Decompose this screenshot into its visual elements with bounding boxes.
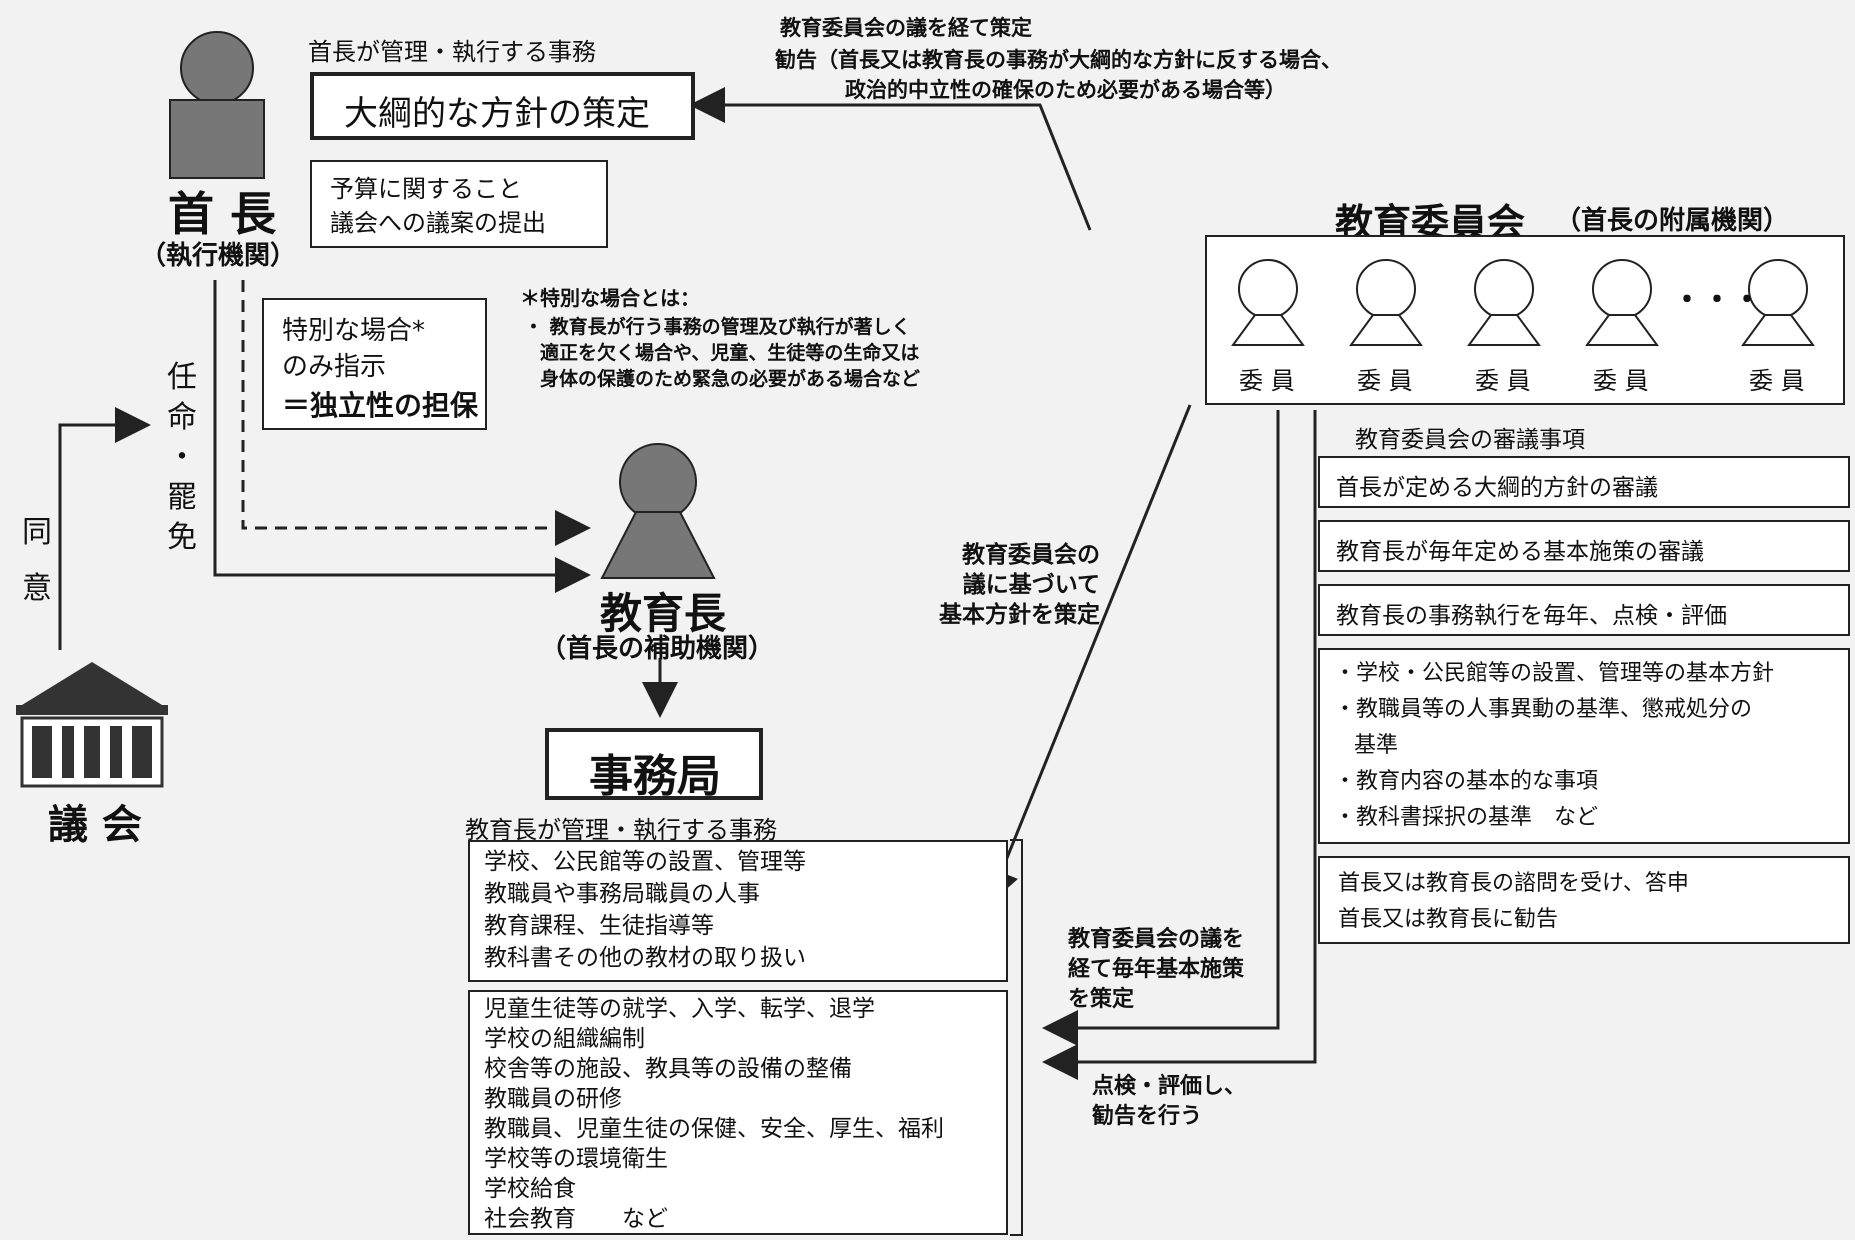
deliberation-item: 教育長が毎年定める基本施策の審議 (1318, 520, 1850, 572)
footnote-line: ・ 教育長が行う事務の管理及び執行が著しく (524, 316, 911, 338)
duty-item: 児童生徒等の就学、入学、転学、退学 (484, 996, 875, 1022)
secretariat-title: 事務局 (589, 751, 721, 802)
policy-box: 大綱的な方針の策定 (310, 72, 695, 140)
recommendation-line: 勧告（首長又は教育長の事務が大綱的な方針に反する場合、 (775, 48, 1342, 72)
advice-box: 首長又は教育長の諮問を受け、答申 首長又は教育長に勧告 (1318, 856, 1850, 944)
basic-policy-label: 教育委員会の 議に基づいて 基本方針を策定 (939, 542, 1100, 628)
policy-item: ・教科書採択の基準 など (1334, 805, 1599, 830)
member-figure-icon (1585, 259, 1659, 346)
mayor-subtitle: （執行機関） (140, 241, 297, 271)
superintendent-title: 教育長 (600, 589, 727, 638)
assembly-title: 議 会 (48, 802, 142, 848)
evaluate-arrow (1042, 410, 1317, 1080)
consent-arrow (58, 407, 151, 650)
policy-item: ・教育内容の基本的な事項 (1334, 769, 1599, 794)
special-line: ＝独立性の担保 (282, 389, 479, 422)
member-label: 委 員 (1475, 367, 1531, 395)
evaluate-label: 点検・評価し、 勧告を行う (1092, 1074, 1247, 1129)
special-line: のみ指示 (282, 352, 387, 382)
duty-item: 教職員の研修 (484, 1086, 622, 1112)
duty-item: 学校給食 (484, 1176, 576, 1202)
policy-item: 基準 (1354, 733, 1399, 758)
deliberation-item: 教育長の事務執行を毎年、点検・評価 (1318, 584, 1850, 636)
superintendent-figure-icon (600, 443, 716, 579)
secretariat-duties-a: 学校、公民館等の設置、管理等 教職員や事務局職員の人事 教育課程、生徒指導等 教… (468, 840, 1008, 982)
member-label: 委 員 (1593, 367, 1649, 395)
mayor-duties-line: 予算に関すること (330, 175, 522, 203)
secretariat-duties-b: 児童生徒等の就学、入学、転学、退学 学校の組織編制 校舎等の施設、教具等の設備の… (468, 990, 1008, 1235)
consent-label: 同 意 (22, 515, 52, 606)
recommendation-line: 政治的中立性の確保のため必要がある場合等） (845, 78, 1286, 102)
assembly-building-icon (16, 662, 168, 788)
recommendation-line: 教育委員会の議を経て策定 (780, 16, 1032, 40)
annual-measures-label: 教育委員会の議を 経て毎年基本施策 を策定 (1068, 927, 1245, 1012)
duty-item: 教職員や事務局職員の人事 (484, 881, 760, 907)
superintendent-subtitle: （首長の補助機関） (540, 634, 775, 664)
advice-line: 首長又は教育長の諮問を受け、答申 (1338, 871, 1689, 896)
secretariat-box: 事務局 (545, 728, 763, 802)
board-members-box: ・・・ 委 員 委 員 委 員 委 員 委 員 (1205, 235, 1845, 405)
policy-items-box: ・学校・公民館等の設置、管理等の基本方針 ・教職員等の人事異動の基準、懲戒処分の… (1318, 648, 1850, 844)
board-subtitle: （首長の附属機関） (1555, 206, 1790, 236)
mayor-title: 首 長 (168, 187, 277, 241)
secretariat-duties-label: 教育長が管理・執行する事務 (465, 816, 777, 844)
duty-item: 校舎等の施設、教具等の設備の整備 (484, 1056, 852, 1082)
deliberation-item: 首長が定める大綱的方針の審議 (1318, 456, 1850, 508)
duty-item: 学校、公民館等の設置、管理等 (484, 849, 806, 875)
duty-item: 社会教育 など (484, 1206, 668, 1232)
basic-policy-arrow (984, 404, 1192, 906)
footnote-title: ＊特別な場合とは： (520, 286, 700, 310)
mayor-duties-line: 議会への議案の提出 (330, 209, 546, 237)
recommendation-arrow (689, 87, 1092, 231)
duty-item: 学校の組織編制 (484, 1026, 645, 1052)
member-figure-icon (1467, 259, 1541, 346)
duty-item: 学校等の環境衛生 (484, 1146, 668, 1172)
policy-box-text: 大綱的な方針の策定 (344, 94, 650, 134)
mayor-duties-label: 首長が管理・執行する事務 (308, 38, 596, 66)
special-line: 特別な場合* (282, 316, 426, 346)
appoint-arrow (213, 280, 591, 593)
member-figure-icon (1741, 259, 1815, 346)
annual-measures-arrow (1042, 410, 1280, 1046)
member-label: 委 員 (1749, 367, 1805, 395)
policy-item: ・教職員等の人事異動の基準、懲戒処分の (1334, 697, 1753, 722)
mayor-figure-icon (169, 31, 265, 179)
duty-item: 教育課程、生徒指導等 (484, 913, 714, 939)
footnote-line: 適正を欠く場合や、児童、生徒等の生命又は (540, 342, 920, 364)
member-label: 委 員 (1239, 367, 1295, 395)
duty-item: 教職員、児童生徒の保健、安全、厚生、福利 (484, 1116, 944, 1142)
deliberation-label: 教育委員会の審議事項 (1355, 427, 1585, 453)
duty-item: 教科書その他の教材の取り扱い (484, 945, 806, 971)
member-label: 委 員 (1357, 367, 1413, 395)
member-figure-icon (1349, 259, 1423, 346)
members-ellipsis: ・・・ (1672, 283, 1762, 318)
advice-line: 首長又は教育長に勧告 (1338, 907, 1559, 932)
appoint-label: 任 命 ・ 罷 免 (167, 360, 197, 555)
instruction-arrow (241, 280, 591, 546)
special-instruction-box: 特別な場合* のみ指示 ＝独立性の担保 (262, 298, 487, 430)
policy-item: ・学校・公民館等の設置、管理等の基本方針 (1334, 661, 1775, 686)
mayor-duties-box: 予算に関すること 議会への議案の提出 (310, 160, 608, 248)
footnote-line: 身体の保護のため緊急の必要がある場合など (540, 368, 921, 390)
member-figure-icon (1231, 259, 1305, 346)
